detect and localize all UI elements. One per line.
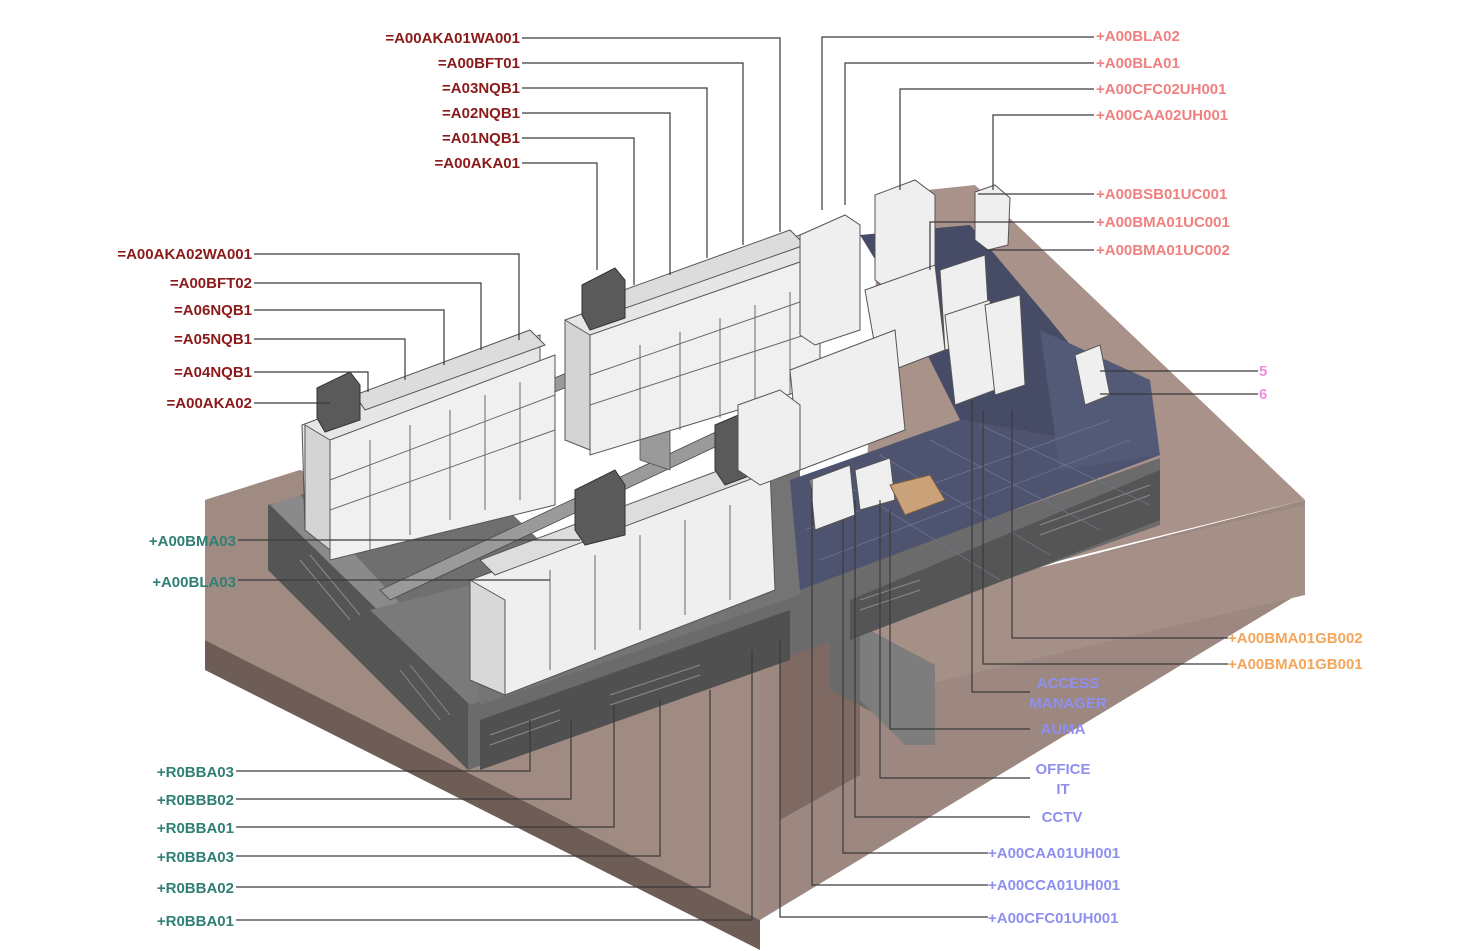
label-manager: MANAGER bbox=[1029, 695, 1107, 712]
label-r0bba03-b: +R0BBA03 bbox=[157, 849, 234, 866]
label-a00bma03: +A00BMA03 bbox=[149, 533, 236, 550]
label-a00cca01uh001: +A00CCA01UH001 bbox=[988, 877, 1120, 894]
label-a05nqb1: =A05NQB1 bbox=[174, 331, 252, 348]
label-a00bma01gb001: +A00BMA01GB001 bbox=[1228, 656, 1363, 673]
label-a00aka01: =A00AKA01 bbox=[435, 155, 520, 172]
label-cctv: CCTV bbox=[1042, 809, 1083, 826]
label-a02nqb1: =A02NQB1 bbox=[442, 105, 520, 122]
label-r0bba02: +R0BBA02 bbox=[157, 880, 234, 897]
label-a00bla01: +A00BLA01 bbox=[1096, 55, 1180, 72]
label-a00caa01uh001: +A00CAA01UH001 bbox=[988, 845, 1120, 862]
room-labels-right: +A00BLA02 +A00BLA01 +A00CFC02UH001 +A00C… bbox=[1096, 28, 1230, 259]
uh-labels: +A00CAA01UH001 +A00CCA01UH001 +A00CFC01U… bbox=[988, 845, 1120, 927]
label-a00cfc01uh001: +A00CFC01UH001 bbox=[988, 910, 1118, 927]
label-r0bba01-b: +R0BBA01 bbox=[157, 913, 234, 930]
label-it: IT bbox=[1056, 781, 1069, 798]
label-r0bba03-a: +R0BBA03 bbox=[157, 764, 234, 781]
desk bbox=[889, 474, 946, 516]
label-r0bbb02: +R0BBB02 bbox=[157, 792, 234, 809]
label-a00bla02: +A00BLA02 bbox=[1096, 28, 1180, 45]
leader-lines bbox=[236, 36, 1258, 921]
switchgear-row-1 bbox=[301, 329, 556, 561]
label-r0bba01-a: +R0BBA01 bbox=[157, 820, 234, 837]
label-a00aka01wa001: =A00AKA01WA001 bbox=[385, 30, 520, 47]
equipment-labels: =A00AKA01WA001 =A00BFT01 =A03NQB1 =A02NQ… bbox=[117, 30, 520, 412]
label-a03nqb1: =A03NQB1 bbox=[442, 80, 520, 97]
label-6: 6 bbox=[1259, 386, 1267, 403]
label-a00cfc02uh001: +A00CFC02UH001 bbox=[1096, 81, 1226, 98]
label-a00bft01: =A00BFT01 bbox=[438, 55, 520, 72]
label-access: ACCESS bbox=[1037, 675, 1100, 692]
number-labels: 5 6 bbox=[1259, 363, 1267, 403]
label-a00bma01uc002: +A00BMA01UC002 bbox=[1096, 242, 1230, 259]
label-a04nqb1: =A04NQB1 bbox=[174, 364, 252, 381]
label-a00aka02wa001: =A00AKA02WA001 bbox=[117, 246, 252, 263]
right-cabinets bbox=[737, 179, 1111, 531]
label-a00aka02: =A00AKA02 bbox=[167, 395, 252, 412]
label-a00bft02: =A00BFT02 bbox=[170, 275, 252, 292]
it-labels: ACCESS MANAGER AUMA OFFICE IT CCTV bbox=[1029, 675, 1107, 826]
label-a06nqb1: =A06NQB1 bbox=[174, 302, 252, 319]
label-5: 5 bbox=[1259, 363, 1267, 380]
label-a00caa02uh001: +A00CAA02UH001 bbox=[1096, 107, 1228, 124]
label-a00bma01gb002: +A00BMA01GB002 bbox=[1228, 630, 1363, 647]
switchgear-row-2 bbox=[564, 229, 821, 456]
label-a00bla03: +A00BLA03 bbox=[152, 574, 236, 591]
gb-labels: +A00BMA01GB002 +A00BMA01GB001 bbox=[1228, 630, 1363, 673]
label-a00bsb01uc001: +A00BSB01UC001 bbox=[1096, 186, 1227, 203]
room-labels-left: +A00BMA03 +A00BLA03 +R0BBA03 +R0BBB02 +R… bbox=[149, 533, 236, 930]
label-a00bma01uc001: +A00BMA01UC001 bbox=[1096, 214, 1230, 231]
label-a01nqb1: =A01NQB1 bbox=[442, 130, 520, 147]
label-auma: AUMA bbox=[1041, 721, 1086, 738]
label-office: OFFICE bbox=[1036, 761, 1091, 778]
skid-base bbox=[268, 458, 1160, 770]
